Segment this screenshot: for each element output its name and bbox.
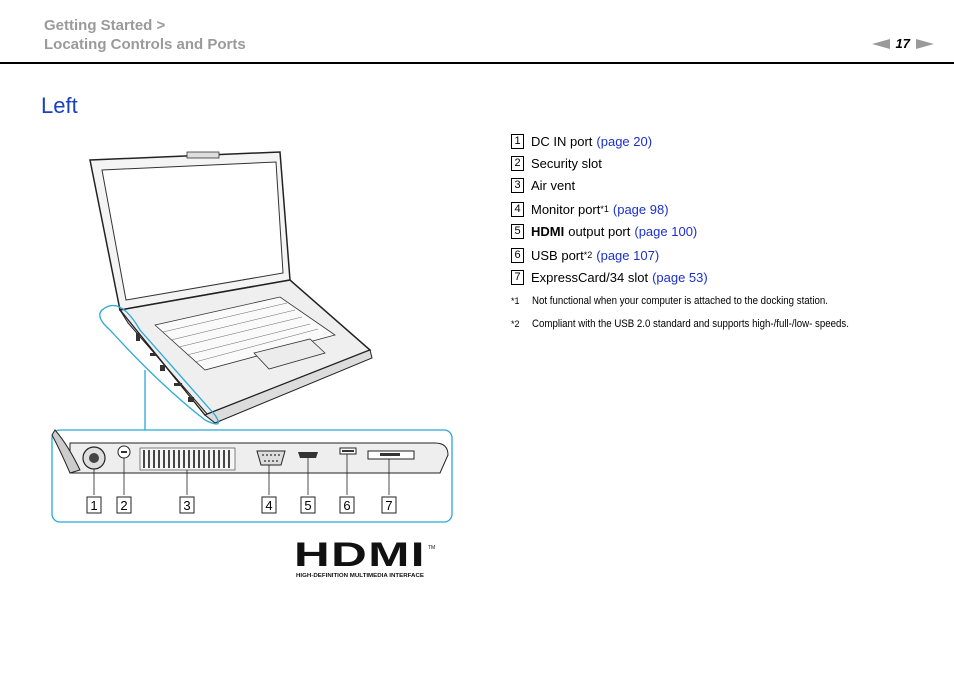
item-label: ExpressCard/34 slot bbox=[531, 269, 649, 285]
page-link[interactable]: (page 100) bbox=[634, 223, 698, 239]
page-link[interactable]: (page 53) bbox=[652, 269, 708, 285]
callout-6: 6 bbox=[343, 498, 350, 513]
hdmi-logo-tagline: HIGH-DEFINITION MULTIMEDIA INTERFACE bbox=[296, 573, 425, 579]
footnote-mark: *1 bbox=[511, 296, 520, 306]
list-item: 5 HDMI output port (page 100) bbox=[511, 220, 931, 242]
hdmi-logo: HDMI TM HIGH-DEFINITION MULTIMEDIA INTER… bbox=[294, 540, 435, 579]
hdmi-logo-trademark: TM bbox=[428, 545, 435, 551]
item-number: 4 bbox=[511, 201, 524, 217]
previous-page-arrow-icon[interactable] bbox=[871, 38, 890, 49]
item-number: 2 bbox=[511, 155, 524, 171]
callout-7: 7 bbox=[385, 498, 392, 513]
header-divider bbox=[0, 62, 954, 64]
list-item: 1 DC IN port (page 20) bbox=[511, 130, 931, 152]
footnote: *2 Compliant with the USB 2.0 standard a… bbox=[511, 317, 931, 331]
item-number: 7 bbox=[511, 269, 524, 285]
item-number: 6 bbox=[511, 247, 524, 263]
page-link[interactable]: (page 107) bbox=[596, 247, 660, 263]
list-item: 6 USB port*2 (page 107) bbox=[511, 244, 931, 266]
footnote-mark: *2 bbox=[511, 319, 520, 329]
laptop-base bbox=[118, 279, 373, 424]
list-item: 7 ExpressCard/34 slot (page 53) bbox=[511, 266, 931, 288]
callout-labels: 1 2 3 4 5 6 7 bbox=[86, 496, 397, 514]
next-page-arrow-icon[interactable] bbox=[916, 38, 934, 49]
item-label-bold: HDMI bbox=[531, 223, 565, 239]
footnote-ref: *1 bbox=[600, 204, 609, 214]
footnote: *1 Not functional when your computer is … bbox=[511, 294, 931, 308]
page-navigation: 17 bbox=[871, 36, 934, 51]
callout-4: 4 bbox=[265, 498, 272, 513]
list-item: 2 Security slot bbox=[511, 152, 931, 174]
page-link[interactable]: (page 98) bbox=[612, 201, 669, 217]
item-label: DC IN port bbox=[531, 133, 593, 149]
item-label: USB port bbox=[531, 247, 584, 263]
breadcrumb-line-1[interactable]: Getting Started > bbox=[44, 17, 166, 34]
footnote-text: Not functional when your computer is att… bbox=[532, 295, 828, 307]
hdmi-logo-wordmark: HDMI bbox=[294, 540, 426, 574]
callout-5: 5 bbox=[304, 498, 311, 513]
item-label: Monitor port bbox=[531, 201, 601, 217]
breadcrumb: Getting Started > Locating Controls and … bbox=[44, 16, 246, 54]
item-label: output port bbox=[568, 223, 631, 239]
item-label: Air vent bbox=[531, 177, 576, 193]
footnote-ref: *2 bbox=[583, 250, 593, 260]
item-number: 5 bbox=[511, 223, 524, 239]
item-number: 3 bbox=[511, 177, 524, 193]
callout-1: 1 bbox=[90, 498, 97, 513]
item-label: Security slot bbox=[531, 155, 602, 171]
callout-2: 2 bbox=[120, 498, 127, 513]
laptop-left-side-illustration: 1 2 3 4 5 6 7 bbox=[51, 151, 453, 523]
section-title: Left bbox=[41, 93, 78, 118]
footnote-text: Compliant with the USB 2.0 standard and … bbox=[532, 318, 849, 330]
callout-3: 3 bbox=[183, 498, 190, 513]
port-side-view bbox=[51, 429, 449, 474]
item-number: 1 bbox=[511, 133, 524, 149]
page-number: 17 bbox=[895, 36, 910, 51]
port-list: 1 DC IN port (page 20) 2 Security slot 3… bbox=[511, 130, 931, 331]
laptop-screen bbox=[89, 151, 291, 311]
list-item: 3 Air vent bbox=[511, 174, 931, 196]
breadcrumb-line-2[interactable]: Locating Controls and Ports bbox=[44, 36, 246, 53]
page-link[interactable]: (page 20) bbox=[596, 133, 653, 149]
list-item: 4 Monitor port*1 (page 98) bbox=[511, 198, 931, 220]
